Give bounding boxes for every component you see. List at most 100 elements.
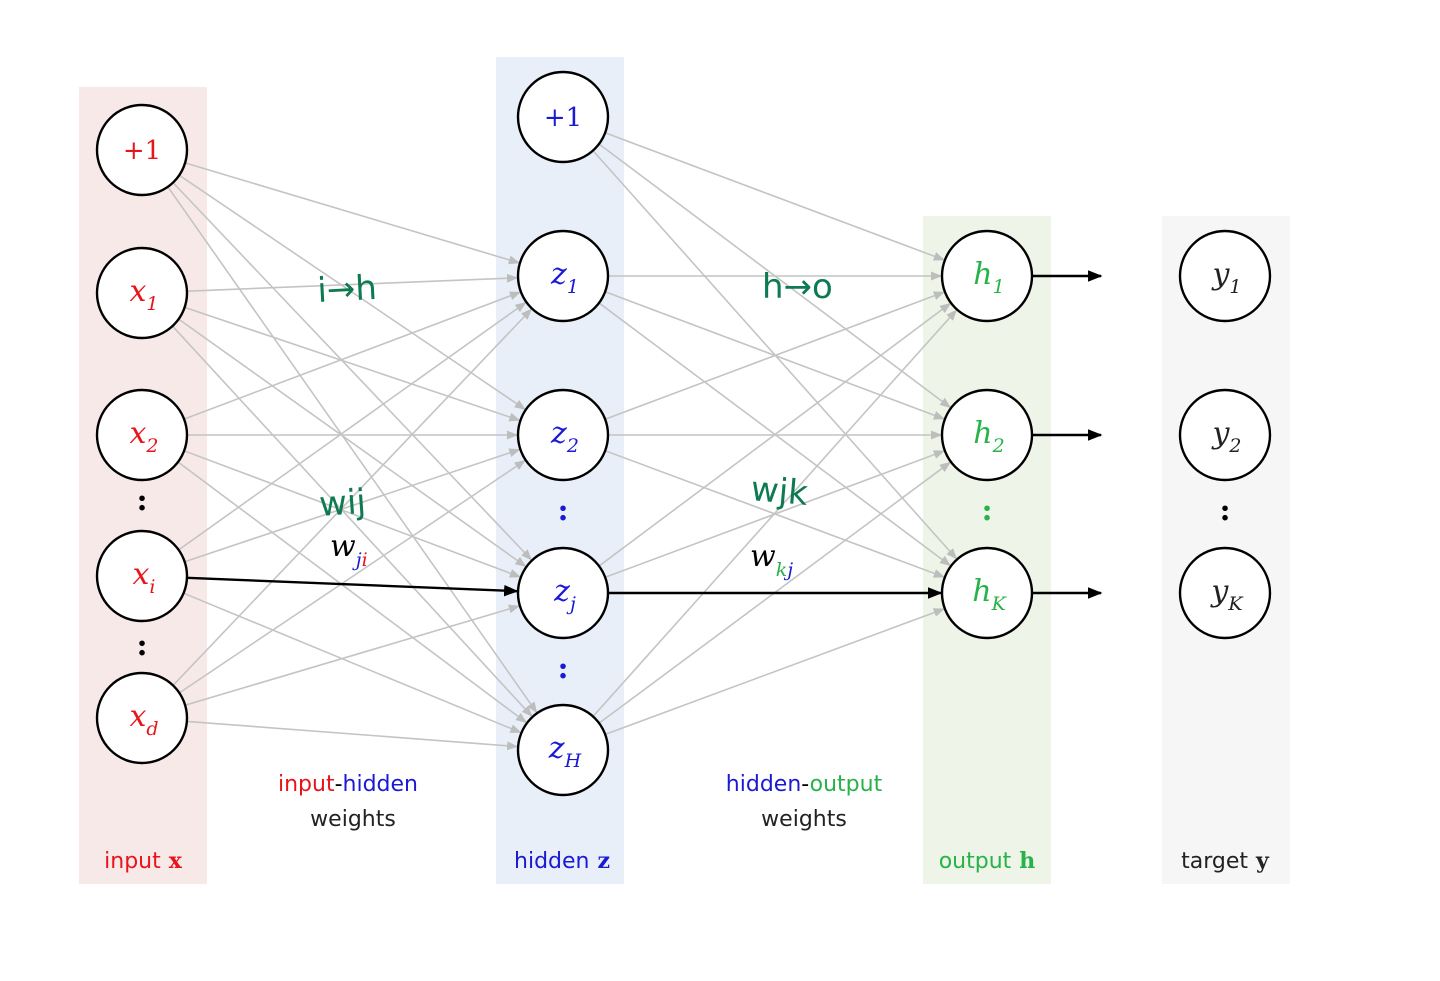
target-node-label: y1: [1210, 257, 1241, 298]
input-node-label: +1: [123, 136, 161, 166]
hidden-node-circle: [516, 388, 610, 482]
target-node-circle: [1178, 546, 1272, 640]
handwritten-w-ij: wij: [318, 482, 367, 525]
output-node-circle: [940, 388, 1034, 482]
input-node-circle: [95, 103, 189, 197]
hidden-output-edge: [604, 291, 945, 420]
input-hidden-edge: [184, 306, 521, 422]
output-node-label: h1: [973, 257, 1004, 298]
output-node-label: hK: [972, 574, 1007, 615]
input-hidden-edge: [171, 325, 533, 717]
input-node-label: x1: [129, 274, 158, 315]
hidden-node: +1: [516, 70, 610, 164]
hidden-output-edge: [604, 132, 945, 261]
input-ellipsis-1: :: [136, 483, 147, 518]
input-node: xd: [95, 671, 189, 765]
input-hidden-edge: [183, 291, 522, 420]
input-node-circle: [95, 529, 189, 623]
input-hidden-edges: [167, 162, 538, 751]
hidden-output-edge: [598, 302, 952, 567]
target-node-circle: [1178, 388, 1272, 482]
input-hidden-edge: [177, 461, 528, 724]
output-node: hK: [940, 546, 1034, 640]
input-node-label: x2: [129, 416, 158, 457]
input-node-circle: [95, 388, 189, 482]
target-node: yK: [1178, 546, 1272, 640]
target-node: y2: [1178, 388, 1272, 482]
ellipses: : : : : : :: [136, 483, 1230, 686]
hidden-node-circle: [516, 70, 610, 164]
target-ellipsis: :: [1219, 493, 1230, 528]
output-node-circle: [940, 229, 1034, 323]
caption-word-hidden: hidden: [726, 772, 801, 797]
hidden-node: zj: [516, 546, 610, 640]
handwritten-i-to-h: i→h: [316, 268, 377, 311]
output-node-label: h2: [973, 416, 1004, 457]
hidden-node-label: z1: [550, 257, 579, 298]
input-node: x1: [95, 246, 189, 340]
target-node-label: yK: [1209, 574, 1244, 615]
input-hidden-edge: [178, 174, 526, 410]
hidden-output-weight-symbol: wkj: [750, 539, 793, 581]
output-ellipsis: :: [981, 493, 992, 528]
target-node: y1: [1178, 229, 1272, 323]
input-hidden-edge: [186, 576, 519, 597]
input-node-label: xd: [129, 699, 158, 740]
input-hidden-edge: [184, 162, 521, 265]
input-hidden-edge: [167, 186, 538, 714]
output-node: h1: [940, 229, 1034, 323]
svg-text:weights: weights: [310, 807, 396, 832]
svg-text:hidden-output: hidden-output: [726, 772, 883, 797]
hidden-output-edge: [604, 608, 945, 736]
caption-word-hidden: hidden: [343, 772, 418, 797]
handwritten-w-jk: wjk: [749, 469, 810, 514]
hidden-node-circle: [516, 703, 610, 797]
hidden-ellipsis-2: :: [557, 651, 568, 686]
input-hidden-edge: [178, 302, 527, 551]
input-hidden-edge: [172, 308, 533, 686]
input-node-circle: [95, 671, 189, 765]
svg-text:weights: weights: [761, 807, 847, 832]
hidden-node: z2: [516, 388, 610, 482]
hidden-output-edges: [592, 132, 958, 736]
input-node: x2: [95, 388, 189, 482]
hidden-node-label: z2: [550, 416, 579, 457]
caption-word-output: output: [810, 772, 883, 797]
svg-text:input-hidden: input-hidden: [278, 772, 418, 797]
input-hidden-edge: [178, 318, 527, 567]
input-ellipsis-2: :: [136, 628, 147, 663]
output-node-circle: [940, 546, 1034, 640]
hidden-node-label: +1: [544, 103, 582, 133]
input-hidden-edge: [184, 604, 520, 706]
input-hidden-edge: [186, 720, 519, 751]
input-hidden-edge: [186, 273, 519, 292]
input-hidden-edge: [184, 448, 521, 563]
input-hidden-caption: input-hidden weights: [278, 772, 418, 832]
highlighted-edges: [186, 576, 943, 599]
nodes: +1 x1 x2 xi xd +1 z1 z2 zj zH h1 h2 hK y1 y2 yK: [95, 70, 1272, 797]
hidden-output-caption: hidden-output weights: [726, 772, 883, 832]
hidden-node: z1: [516, 229, 610, 323]
hidden-ellipsis-1: :: [557, 493, 568, 528]
input-hidden-edge: [183, 450, 521, 578]
target-node-circle: [1178, 229, 1272, 323]
hidden-node-circle: [516, 229, 610, 323]
input-node: xi: [95, 529, 189, 623]
hidden-node-label: zj: [553, 574, 576, 615]
input-hidden-edge: [178, 459, 526, 694]
input-node-circle: [95, 246, 189, 340]
input-node: +1: [95, 103, 189, 197]
hidden-node-circle: [516, 546, 610, 640]
target-node-label: y2: [1210, 416, 1241, 457]
output-node: h2: [940, 388, 1034, 482]
hidden-node-label: zH: [548, 731, 582, 772]
handwritten-h-to-o: h→o: [762, 267, 833, 307]
input-hidden-weight-symbol: wji: [330, 529, 368, 571]
output-arrows: [1032, 270, 1103, 599]
input-node-label: xi: [133, 557, 156, 598]
hidden-node: zH: [516, 703, 610, 797]
